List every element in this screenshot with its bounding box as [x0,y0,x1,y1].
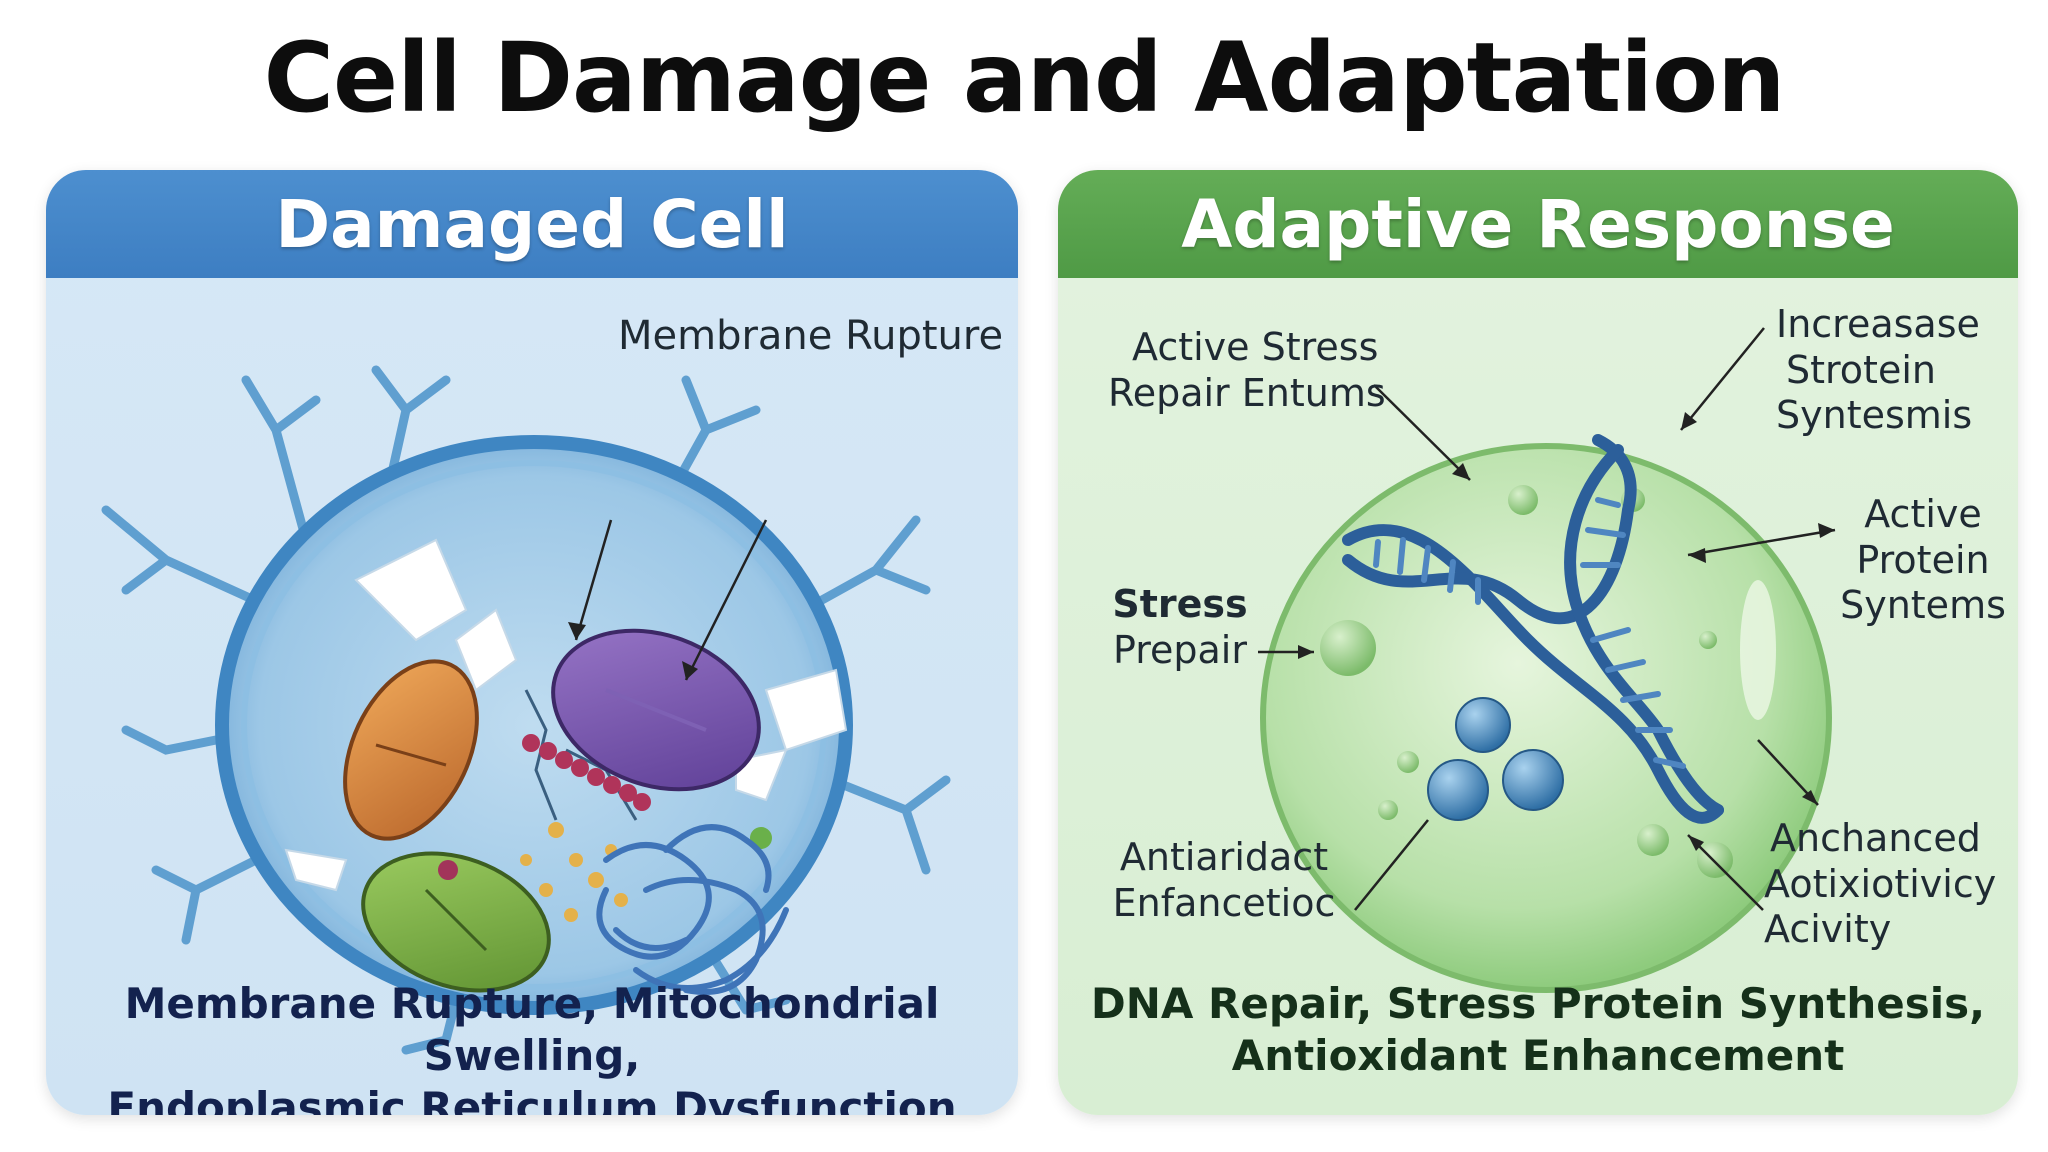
stress-prepair-label: Stress Prepair [1100,582,1260,673]
endoplasmic-reticulum [596,824,789,995]
anchanced-line-3: Acivity [1764,907,1892,952]
orange-organelle [343,659,479,841]
green-droplets [1320,485,1733,878]
antiaridact-label: Antiaridact Enfancetioc [1094,835,1354,926]
prepair-line: Prepair [1112,627,1247,672]
anchanced-line-2: Aotixiotivicy [1764,861,1997,906]
active-protein-line-3: Syntems [1840,583,2006,628]
adaptive-response-caption: DNA Repair, Stress Protein Synthesis, An… [1058,978,2018,1082]
damaged-cell-caption: Membrane Rupture, Mitochondrial Swelling… [46,978,1018,1115]
adaptive-response-header: Adaptive Response [1058,170,2018,278]
active-protein-label: Active Protein Syntems [1838,492,2008,629]
membrane-rupture-shards [284,538,848,892]
antiaridact-line-1: Antiaridact [1119,835,1329,879]
green-organelle [361,851,551,993]
increase-line-2: Strotein [1786,347,1936,392]
anchanced-activity-label: Anchanced Aotixiotivicy Acivity [1764,816,1996,953]
adaptive-cell-illustration [1258,327,1836,993]
active-protein-line-1: Active [1864,492,1982,536]
damaged-cell-illustration [101,365,951,1055]
increase-line-1: Increasase [1776,302,1980,346]
damaged-caption-line-2: Endoplasmic Reticulum Dysfunction [107,1083,957,1115]
adaptive-response-panel: Adaptive Response [1058,170,2018,1115]
dna-helix [1342,434,1724,824]
antioxidant-spheres [1427,697,1564,821]
page-title: Cell Damage and Adaptation [263,22,1786,134]
ribosome-chain [522,734,651,811]
increase-line-3: Syntesmis [1776,393,1973,438]
vesicles [520,822,628,922]
antiaridact-line-2: Enfancetioc [1112,880,1336,925]
active-protein-line-2: Protein [1856,537,1990,582]
active-stress-line-2: Repair Entums [1108,370,1386,415]
active-stress-label: Active Stress Repair Entums [1108,325,1386,416]
adaptive-caption-line-2: Antioxidant Enhancement [1231,1031,1845,1081]
adaptive-caption-line-1: DNA Repair, Stress Protein Synthesis, [1090,979,1986,1028]
damaged-cell-header: Damaged Cell [46,170,1018,278]
membrane-rupture-label: Membrane Rupture [618,313,1004,359]
active-stress-line-1: Active Stress [1132,325,1379,369]
anchanced-line-1: Anchanced [1770,816,1981,860]
stress-line: Stress [1112,582,1248,626]
damaged-caption-line-1: Membrane Rupture, Mitochondrial Swelling… [124,979,940,1081]
increase-protein-label: Increasase Strotein Syntesmis [1776,302,1980,439]
damaged-cell-panel: Damaged Cell [46,170,1018,1115]
swollen-mitochondrion [551,628,761,792]
